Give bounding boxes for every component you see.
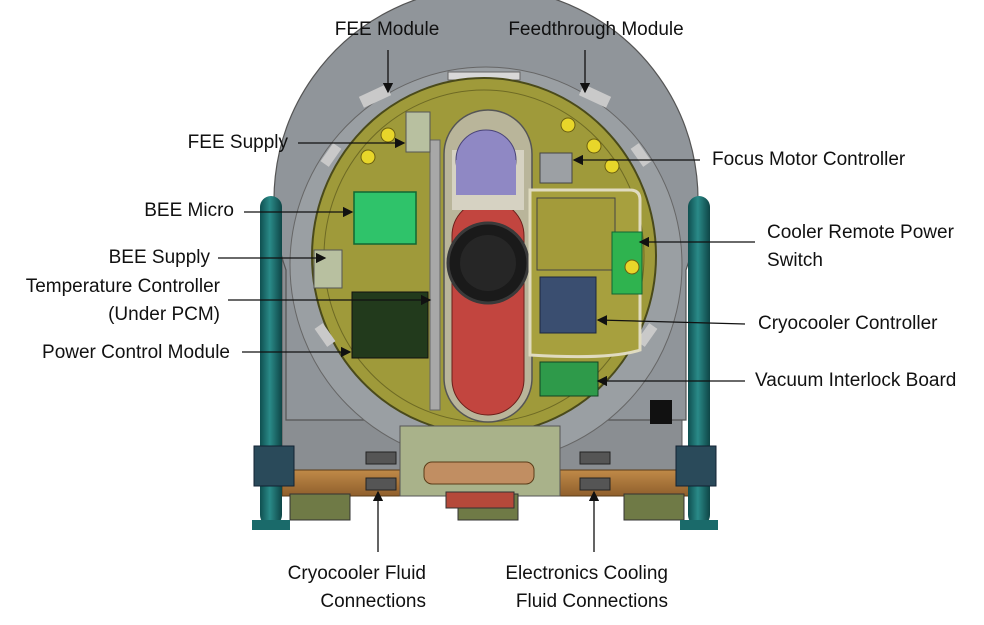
label-power-control-module: Power Control Module — [42, 342, 230, 363]
fee-supply-board — [405, 111, 431, 153]
bee-supply-board — [313, 249, 343, 289]
label-cryocooler-controller: Cryocooler Controller — [758, 313, 938, 334]
base-assembly — [281, 425, 703, 521]
label-cooler-remote-power-switch: Cooler Remote Power Switch — [767, 222, 954, 271]
leader-lines — [218, 50, 755, 552]
label-temperature-controller: Temperature Controller (Under PCM) — [25, 276, 220, 325]
label-bee-supply: BEE Supply — [108, 247, 210, 268]
bee-micro-board — [353, 191, 417, 245]
vacuum-interlock-board — [539, 361, 599, 397]
left-rail — [429, 139, 441, 411]
label-cryocooler-fluid-connections: Cryocooler Fluid Connections — [287, 563, 426, 612]
black-block — [650, 400, 672, 424]
label-fee-module: FEE Module — [334, 19, 440, 40]
fluid-fittings — [365, 451, 611, 491]
support-posts — [252, 196, 718, 530]
power-control-module-board — [351, 291, 429, 359]
label-feedthrough-module: Feedthrough Module — [508, 19, 684, 40]
label-bee-micro: BEE Micro — [144, 200, 234, 221]
label-vacuum-interlock-board: Vacuum Interlock Board — [755, 370, 957, 391]
label-focus-motor-controller: Focus Motor Controller — [712, 149, 906, 170]
label-fee-supply: FEE Supply — [187, 132, 288, 153]
center-channel — [443, 109, 533, 423]
focus-motor-controller-board — [539, 152, 573, 184]
connectors — [360, 117, 640, 275]
label-electronics-cooling-fluid-connections: Electronics Cooling Fluid Connections — [505, 563, 668, 612]
cryocooler-controller-board — [539, 276, 597, 334]
